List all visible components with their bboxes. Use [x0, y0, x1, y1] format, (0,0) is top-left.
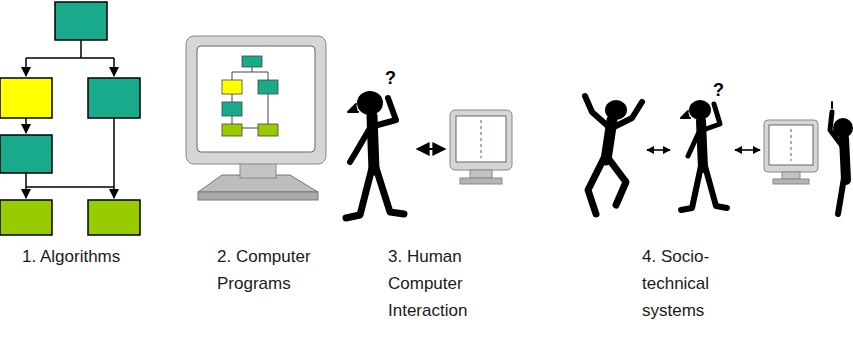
small-monitor [764, 120, 818, 184]
stick-figure [681, 100, 727, 210]
double-arrow [417, 148, 445, 150]
question-mark: ? [385, 68, 401, 88]
computer-monitor [186, 36, 326, 200]
panel-caption: 3. Human Computer Interaction [388, 243, 498, 324]
stick-figure [346, 91, 404, 218]
double-arrow [735, 149, 760, 151]
dancing-figure [585, 96, 642, 214]
panel-caption: 4. Socio-technical systems [642, 243, 762, 324]
flowchart [0, 2, 140, 235]
panel-caption: 1. Algorithms [22, 243, 172, 270]
question-mark: ? [713, 80, 729, 100]
panel-caption: 2. Computer Programs [217, 243, 312, 297]
small-monitor [450, 110, 512, 184]
double-arrow [647, 149, 670, 151]
pointing-figure [830, 102, 853, 214]
